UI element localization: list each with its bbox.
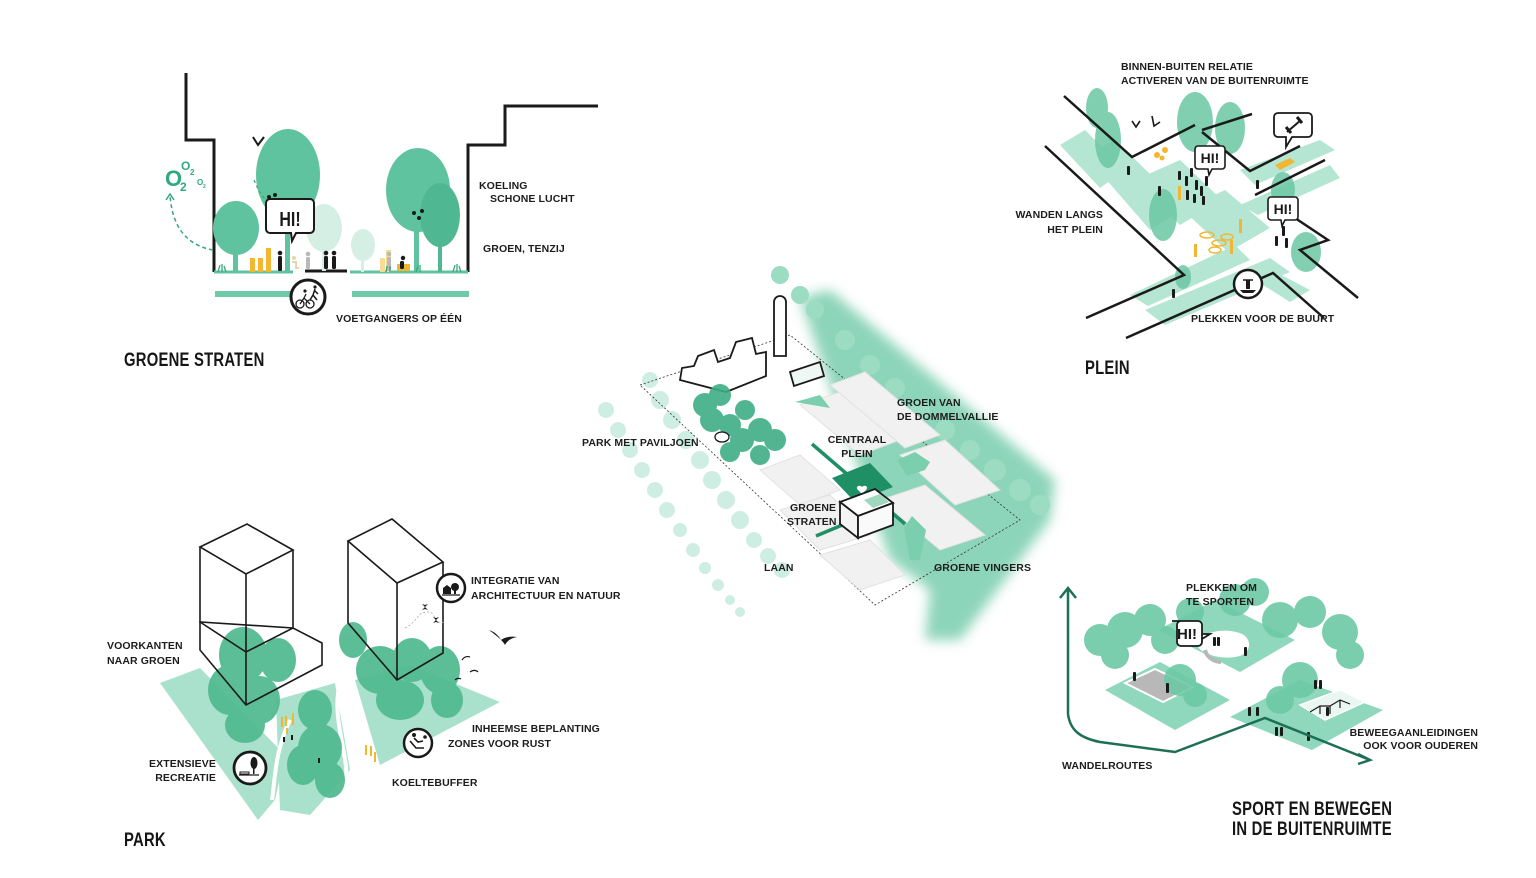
label-extensieve-1: EXTENSIEVE: [149, 758, 216, 770]
svg-text:2: 2: [190, 168, 195, 177]
butterfly-icon: [433, 617, 439, 623]
section-title-park: PARK: [124, 830, 166, 851]
pedestrian-figures: [277, 250, 406, 271]
label-voorkanten-1: VOORKANTEN: [107, 640, 183, 652]
sport-figures: [1133, 637, 1329, 741]
label-activeren: ACTIVEREN VAN DE BUITENRUIMTE: [1121, 75, 1309, 87]
label-binnen-buiten: BINNEN-BUITEN RELATIE: [1121, 61, 1253, 73]
crowd-figures: [1127, 166, 1288, 298]
green-finger-arrow-3: [795, 395, 830, 408]
label-groen-tenzij: GROEN, TENZIJ: [483, 243, 565, 255]
svg-text:2: 2: [180, 180, 187, 194]
label-beweeg-2: OOK VOOR OUDEREN: [1363, 740, 1478, 752]
heart-icon: [856, 485, 868, 494]
laan-tree-row: [598, 372, 790, 617]
label-laan: LAAN: [764, 562, 794, 574]
park-trees-left: [208, 627, 296, 743]
pavement-bar-right: [352, 291, 469, 297]
label-schone-lucht: SCHONE LUCHT: [490, 193, 575, 205]
pavement-bar-left: [215, 291, 293, 297]
label-inheemse: INHEEMSE BEPLANTING: [472, 723, 600, 735]
label-wanden-1: WANDEN LANGS: [1015, 209, 1103, 221]
cube-building: [838, 487, 895, 540]
bike-pedestrian-icon: [289, 278, 327, 316]
butterfly-icon: [422, 604, 428, 610]
bird-icon: [252, 136, 265, 147]
fitness-icon: [1273, 112, 1313, 151]
label-integratie-1: INTEGRATIE VAN: [471, 575, 560, 587]
historic-building-outline: [678, 295, 826, 393]
building-outline-right: [466, 104, 598, 272]
recreation-icon: [232, 750, 268, 786]
tree-large-right: [386, 148, 460, 272]
speech-bubble-plein-1: HI!: [1194, 145, 1226, 178]
section-title-sport-2: IN DE BUITENRUIMTE: [1232, 819, 1392, 840]
section-title-plein: PLEIN: [1085, 358, 1130, 379]
label-koeling: KOELING: [479, 180, 528, 192]
label-integratie-2: ARCHITECTUUR EN NATUUR: [471, 590, 621, 602]
building-outline-left: [184, 73, 216, 272]
speech-bubble-text: HI!: [279, 208, 300, 230]
label-plekken-buurt: PLEKKEN VOOR DE BUURT: [1191, 313, 1335, 325]
oxygen-label-mid: O: [181, 159, 190, 173]
svg-text:HI!: HI!: [1274, 201, 1293, 217]
label-koeltebuffer: KOELTEBUFFER: [392, 777, 478, 789]
tree-small-left: [213, 201, 259, 272]
tree-faded-small: [351, 229, 375, 272]
label-extensieve-2: RECREATIE: [155, 772, 216, 784]
label-plekken-sport-1: PLEKKEN OM: [1186, 582, 1258, 594]
plein-wall-lines: [1044, 95, 1359, 340]
fountain-icon: [1232, 268, 1264, 300]
pavilion-icon: [714, 431, 730, 443]
label-centraal-1: CENTRAAL: [827, 434, 887, 446]
section-title-sport-1: SPORT EN BEWEGEN: [1232, 799, 1393, 820]
building-blocks: [759, 371, 1001, 591]
label-centraal-2: PLEIN: [841, 448, 873, 460]
label-groen-dommel-2: DE DOMMELVALLIE: [897, 411, 999, 423]
svg-text:2: 2: [203, 184, 206, 190]
bird-silhouette: [489, 630, 517, 645]
label-zones-rust: ZONES VOOR RUST: [448, 738, 552, 750]
walking-route-arrow: [1066, 588, 1371, 762]
label-wanden-2: HET PLEIN: [1047, 224, 1103, 236]
park-trees-center: [287, 690, 345, 798]
label-plekken-sport-2: TE SPORTEN: [1186, 596, 1255, 608]
label-groene-straten-2: STRATEN: [787, 516, 837, 528]
oxygen-label-small: O: [197, 178, 203, 187]
sport-trees: [1084, 578, 1364, 714]
label-park-paviljoen: PARK MET PAVILJOEN: [582, 437, 699, 449]
svg-text:HI!: HI!: [1201, 150, 1220, 166]
label-beweeg-1: BEWEEGAANLEIDINGEN: [1349, 727, 1478, 739]
nature-architecture-icon: [435, 572, 467, 604]
park-building-left: [198, 523, 323, 707]
speech-bubble-plein-2: HI!: [1267, 196, 1299, 229]
park-trees-right: [339, 622, 463, 720]
park-trees: [693, 384, 786, 465]
label-groen-dommel-1: GROEN VAN: [897, 397, 961, 409]
oxygen-label-large: O: [165, 166, 182, 191]
speech-bubble: HI!: [265, 198, 315, 245]
svg-text:HI!: HI!: [1177, 626, 1197, 643]
green-finger-arrow-1: [897, 452, 930, 476]
speech-bubble-sport: HI!: [1172, 620, 1214, 647]
label-groene-vingers: GROENE VINGERS: [934, 562, 1032, 574]
label-voorkanten-2: NAAR GROEN: [107, 655, 180, 667]
label-wandelroutes: WANDELROUTES: [1062, 760, 1153, 772]
section-title-groene-straten: GROENE STRATEN: [124, 350, 265, 371]
label-groene-straten-1: GROENE: [790, 502, 837, 514]
oxygen-arrow: [169, 194, 214, 251]
green-finger-arrow-2: [904, 516, 926, 560]
rest-zone-icon: [402, 727, 434, 759]
label-voetgangers: VOETGANGERS OP ÉÉN: [336, 313, 462, 325]
